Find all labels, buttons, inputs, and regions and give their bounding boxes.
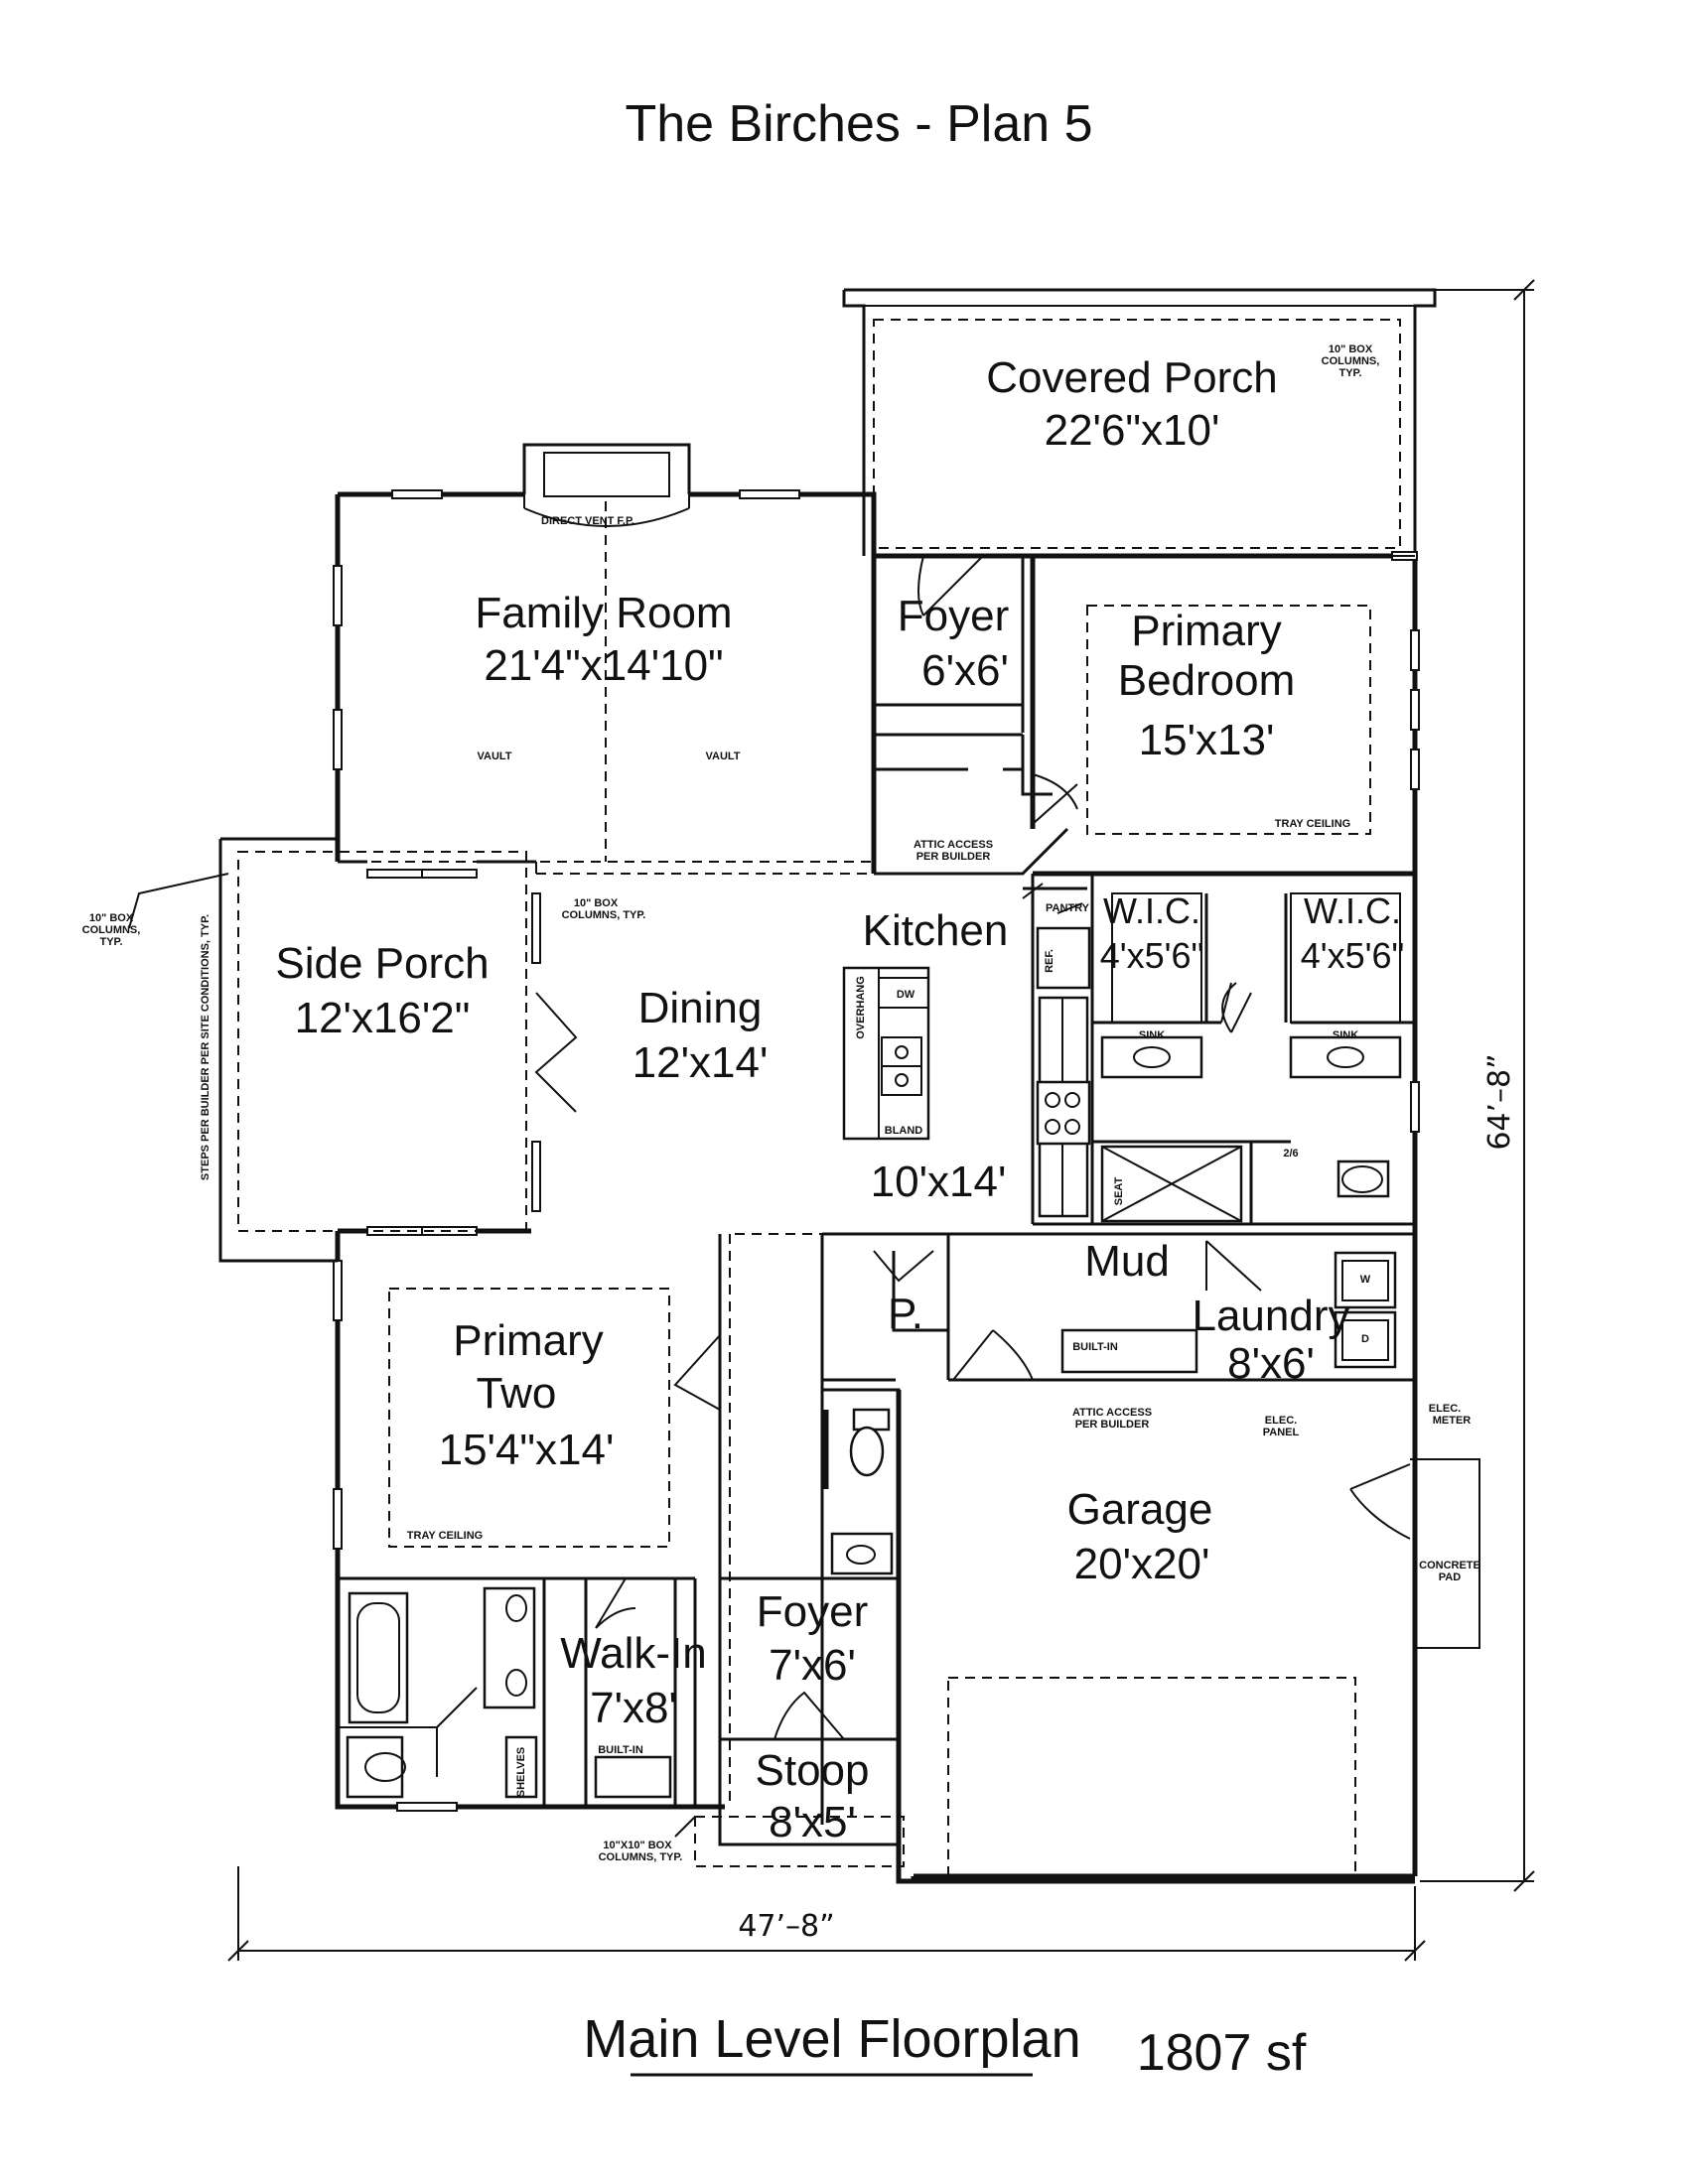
vault-right-note: VAULT xyxy=(705,751,740,762)
front-foyer-label: Foyer xyxy=(898,592,1009,640)
door-size-note: 2/6 xyxy=(1283,1148,1298,1160)
primary-two-label-2: Two xyxy=(477,1369,557,1418)
concrete-pad-note-2: PAD xyxy=(1439,1571,1461,1583)
shelves-note: SHELVES xyxy=(515,1747,527,1798)
overhang-note: OVERHANG xyxy=(855,976,867,1039)
plan-title: The Birches - Plan 5 xyxy=(625,95,1092,153)
primary-bedroom-label-2: Bedroom xyxy=(1118,656,1296,705)
front-foyer-size: 6'x6' xyxy=(921,646,1009,695)
attic-access-garage-2: PER BUILDER xyxy=(1075,1419,1150,1431)
elec-panel-note-2: PANEL xyxy=(1263,1427,1300,1438)
washer-note: W xyxy=(1360,1274,1371,1286)
footer-area: 1807 sf xyxy=(1137,2024,1307,2082)
sink-note-1: SINK xyxy=(1139,1029,1165,1041)
concrete-pad-note-1: CONCRETE xyxy=(1419,1560,1480,1571)
primary-two-size: 15'4"x14' xyxy=(439,1426,615,1474)
dw-note: DW xyxy=(897,989,915,1001)
direct-vent-note: DIRECT VENT F.P. xyxy=(541,515,634,527)
annotations: 10" BOX COLUMNS, TYP. DIRECT VENT F.P. V… xyxy=(82,343,1480,1863)
mid-columns-note-1: 10" BOX xyxy=(574,897,619,909)
porch-columns-note-1: 10" BOX xyxy=(1329,343,1373,355)
dimension-lines xyxy=(227,279,1535,1962)
attic-access-top-2: PER BUILDER xyxy=(916,851,991,863)
side-porch-label: Side Porch xyxy=(275,939,489,988)
laundry-label: Laundry xyxy=(1192,1292,1349,1340)
dryer-note: D xyxy=(1361,1333,1369,1345)
covered-porch-size: 22'6"x10' xyxy=(1045,406,1220,455)
kitchen-label: Kitchen xyxy=(863,906,1009,955)
width-dimension: 47’–8” xyxy=(738,1909,834,1944)
vault-left-note: VAULT xyxy=(477,751,511,762)
wic-1-label: W.I.C. xyxy=(1103,890,1200,931)
steps-note: STEPS PER BUILDER PER SITE CONDITIONS, T… xyxy=(200,914,211,1180)
elec-meter-note-1: ELEC. xyxy=(1429,1403,1461,1415)
walk-in-label: Walk-In xyxy=(560,1629,707,1678)
kitchen-size: 10'x14' xyxy=(871,1158,1007,1206)
tray-ceiling-two-note: TRAY CEILING xyxy=(407,1530,483,1542)
elec-panel-note-1: ELEC. xyxy=(1265,1415,1297,1427)
bland-note: BLAND xyxy=(885,1125,923,1137)
built-in-mud-note: BUILT-IN xyxy=(1072,1341,1118,1353)
family-room-label: Family Room xyxy=(475,589,732,637)
primary-bedroom-size: 15'x13' xyxy=(1139,716,1275,764)
stoop-columns-note-1: 10"X10" BOX xyxy=(603,1840,672,1851)
dining-label: Dining xyxy=(638,984,763,1032)
attic-access-top-1: ATTIC ACCESS xyxy=(914,839,993,851)
attic-access-garage-1: ATTIC ACCESS xyxy=(1072,1407,1152,1419)
left-columns-note-2: COLUMNS, xyxy=(82,924,141,936)
seat-note: SEAT xyxy=(1113,1176,1125,1205)
stoop-size: 8'x5' xyxy=(769,1798,856,1846)
mid-columns-note-2: COLUMNS, TYP. xyxy=(562,909,646,921)
porch-columns-note-2: COLUMNS, xyxy=(1322,355,1380,367)
footer-label: Main Level Floorplan xyxy=(583,2009,1080,2069)
stoop-columns-note-2: COLUMNS, TYP. xyxy=(599,1851,683,1863)
pantry-note: PANTRY xyxy=(1046,902,1090,914)
depth-dimension: 64’–8” xyxy=(1482,1053,1517,1150)
built-in-walk-note: BUILT-IN xyxy=(598,1744,643,1756)
side-porch-size: 12'x16'2" xyxy=(295,994,471,1042)
family-room-size: 21'4"x14'10" xyxy=(484,641,723,690)
garage-size: 20'x20' xyxy=(1074,1540,1210,1588)
laundry-size: 8'x6' xyxy=(1227,1339,1315,1388)
left-columns-note-3: TYP. xyxy=(99,936,122,948)
side-foyer-label: Foyer xyxy=(757,1587,868,1636)
interior-walls xyxy=(128,501,1480,1884)
wic-2-size: 4'x5'6" xyxy=(1301,935,1405,976)
porch-columns-note-3: TYP. xyxy=(1338,367,1361,379)
wic-1-size: 4'x5'6" xyxy=(1100,935,1204,976)
elec-meter-note-2: METER xyxy=(1433,1415,1472,1427)
mud-label: Mud xyxy=(1084,1237,1170,1286)
ref-note: REF. xyxy=(1044,949,1055,973)
walk-in-size: 7'x8' xyxy=(590,1684,677,1732)
wic-2-label: W.I.C. xyxy=(1304,890,1401,931)
covered-porch-area xyxy=(842,288,1437,556)
primary-bedroom-label-1: Primary xyxy=(1131,607,1282,655)
garage-label: Garage xyxy=(1067,1485,1213,1534)
sink-note-2: SINK xyxy=(1333,1029,1358,1041)
covered-porch-label: Covered Porch xyxy=(986,353,1277,402)
tray-ceiling-primary-note: TRAY CEILING xyxy=(1275,818,1350,830)
dining-size: 12'x14' xyxy=(633,1038,769,1087)
left-columns-note-1: 10" BOX xyxy=(89,912,134,924)
pantry-p-label: P. xyxy=(888,1290,923,1338)
primary-two-label-1: Primary xyxy=(453,1316,604,1365)
stoop-label: Stoop xyxy=(756,1746,870,1795)
side-foyer-size: 7'x6' xyxy=(769,1641,856,1690)
